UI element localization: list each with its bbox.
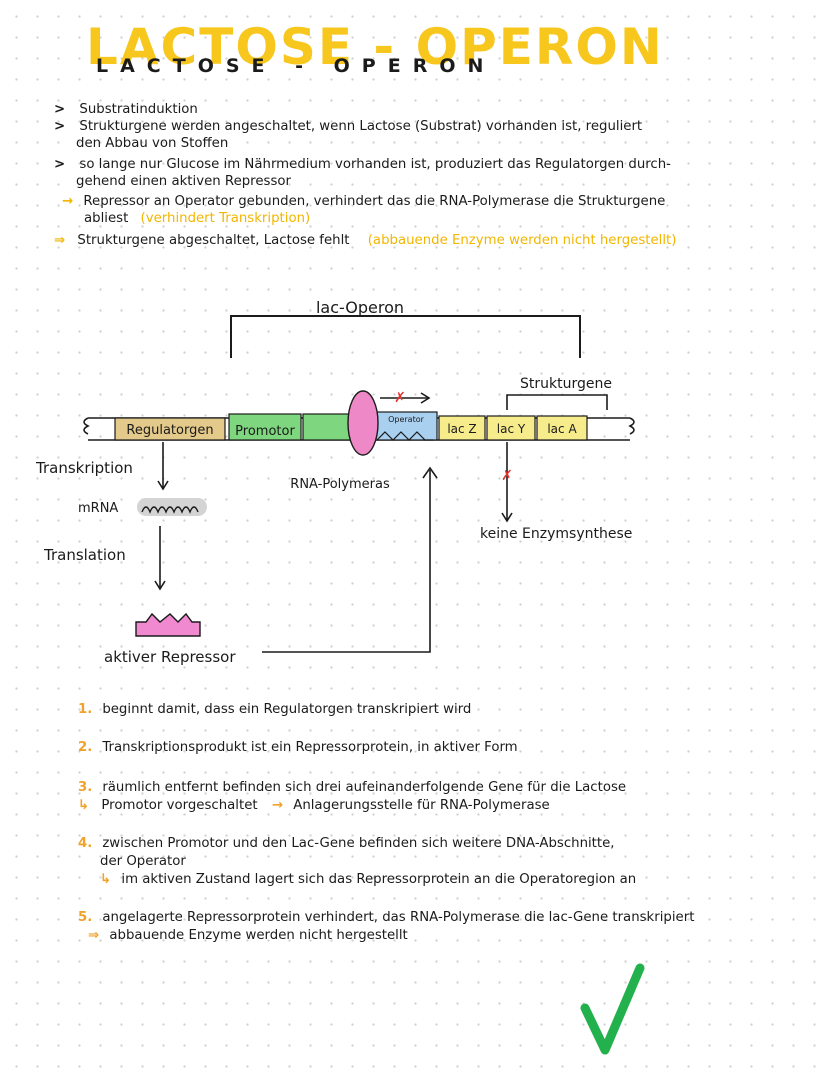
segment-lac-y-label: lac Y	[497, 422, 526, 436]
intro-line: → Repressor an Operator gebunden, verhin…	[62, 194, 666, 209]
step-5: 5.angelagerte Repressorprotein verhinder…	[78, 910, 695, 925]
translation-label: Translation	[43, 546, 126, 564]
dna-right-end	[628, 417, 635, 435]
intro-notes: > Substratinduktion > Strukturgene werde…	[54, 101, 794, 249]
repressor-shape	[135, 612, 201, 637]
lac-operon-diagram: lac-Operon Strukturgene Regulatorgen Pro…	[35, 298, 635, 666]
segment-regulatorgen-label: Regulatorgen	[126, 423, 213, 438]
strukturgene-bracket	[506, 394, 608, 410]
blocked-mark-bottom: ✗	[501, 468, 513, 484]
chevron-right-icon: >	[54, 102, 66, 117]
no-synthesis-label: keine Enzymsynthese	[480, 526, 632, 542]
chevron-right-icon: >	[54, 119, 66, 134]
arrow-right-icon: →	[62, 194, 74, 209]
mrna-strand	[141, 506, 199, 514]
step-4-line-2: der Operator	[100, 854, 186, 869]
intro-line: ⇒ Strukturgene abgeschaltet, Lactose feh…	[54, 233, 677, 248]
segment-lac-y	[486, 415, 536, 441]
transkription-label: Transkription	[35, 459, 133, 477]
segment-lac-a	[536, 415, 588, 441]
step-5-sub: ⇒ abbauende Enzyme werden nicht hergeste…	[88, 928, 408, 943]
translation-arrow-head	[154, 580, 166, 591]
checkmark-icon	[580, 963, 645, 1055]
page-title: LACTOSE - OPERON	[86, 18, 664, 76]
page-subtitle: LACTOSE - OPERON	[96, 55, 496, 77]
segment-lac-z	[438, 415, 486, 441]
segment-operator	[374, 411, 438, 441]
intro-line: > so lange nur Glucose im Nährmedium vor…	[54, 157, 671, 172]
rna-polymerase-shape	[347, 390, 379, 456]
step-3-sub: ↳ Promotor vorgeschaltet → Anlagerungsst…	[78, 798, 550, 813]
dna-left-end	[83, 417, 90, 435]
step-4-sub: ↳ im aktiven Zustand lagert sich das Rep…	[100, 872, 637, 887]
return-arrow-icon: ↳	[78, 798, 90, 813]
transcription-arrow-head	[420, 392, 431, 404]
intro-line: den Abbau von Stoffen	[76, 136, 229, 151]
segment-promotor-label: Promotor	[235, 424, 295, 439]
transkription-arrow-head	[157, 480, 169, 491]
steps-list: 1.beginnt damit, dass ein Regulatorgen t…	[78, 701, 798, 945]
enzyme-arrow-head	[501, 512, 513, 523]
operon-bracket	[230, 315, 581, 358]
segment-operator-label: Operator	[388, 415, 425, 424]
segment-regulatorgen	[114, 417, 226, 441]
arrow-right-icon: →	[271, 798, 283, 813]
intro-line: > Strukturgene werden angeschaltet, wenn…	[54, 119, 643, 134]
repressor-label: aktiver Repressor	[104, 648, 236, 666]
step-4: 4.zwischen Promotor und den Lac-Gene bef…	[78, 836, 615, 851]
intro-line: > Substratinduktion	[54, 102, 198, 117]
operator-notch	[376, 431, 433, 441]
step-2: 2.Transkriptionsprodukt ist ein Represso…	[78, 740, 518, 755]
operon-label: lac-Operon	[316, 298, 404, 317]
segment-spacer	[302, 413, 352, 441]
double-arrow-icon: ⇒	[88, 928, 100, 943]
segment-lac-z-label: lac Z	[447, 422, 476, 436]
double-arrow-icon: ⇒	[54, 233, 66, 248]
strukturgene-label: Strukturgene	[520, 376, 612, 392]
step-3: 3.räumlich entfernt befinden sich drei a…	[78, 780, 627, 795]
rna-polymerase-label: RNA-Polymeras	[290, 477, 390, 492]
intro-line: abliest (verhindert Transkription)	[84, 211, 311, 226]
chevron-right-icon: >	[54, 157, 66, 172]
mrna-label: mRNA	[78, 501, 118, 516]
repressor-to-operator-arrow-head	[422, 466, 438, 479]
blocked-mark-top: ✗	[394, 390, 406, 406]
step-1: 1.beginnt damit, dass ein Regulatorgen t…	[78, 702, 472, 717]
intro-line: gehend einen aktiven Repressor	[76, 174, 291, 189]
segment-promotor	[228, 413, 302, 441]
return-arrow-icon: ↳	[100, 872, 112, 887]
repressor-to-operator-arrow	[262, 470, 431, 653]
segment-lac-a-label: lac A	[547, 422, 577, 436]
